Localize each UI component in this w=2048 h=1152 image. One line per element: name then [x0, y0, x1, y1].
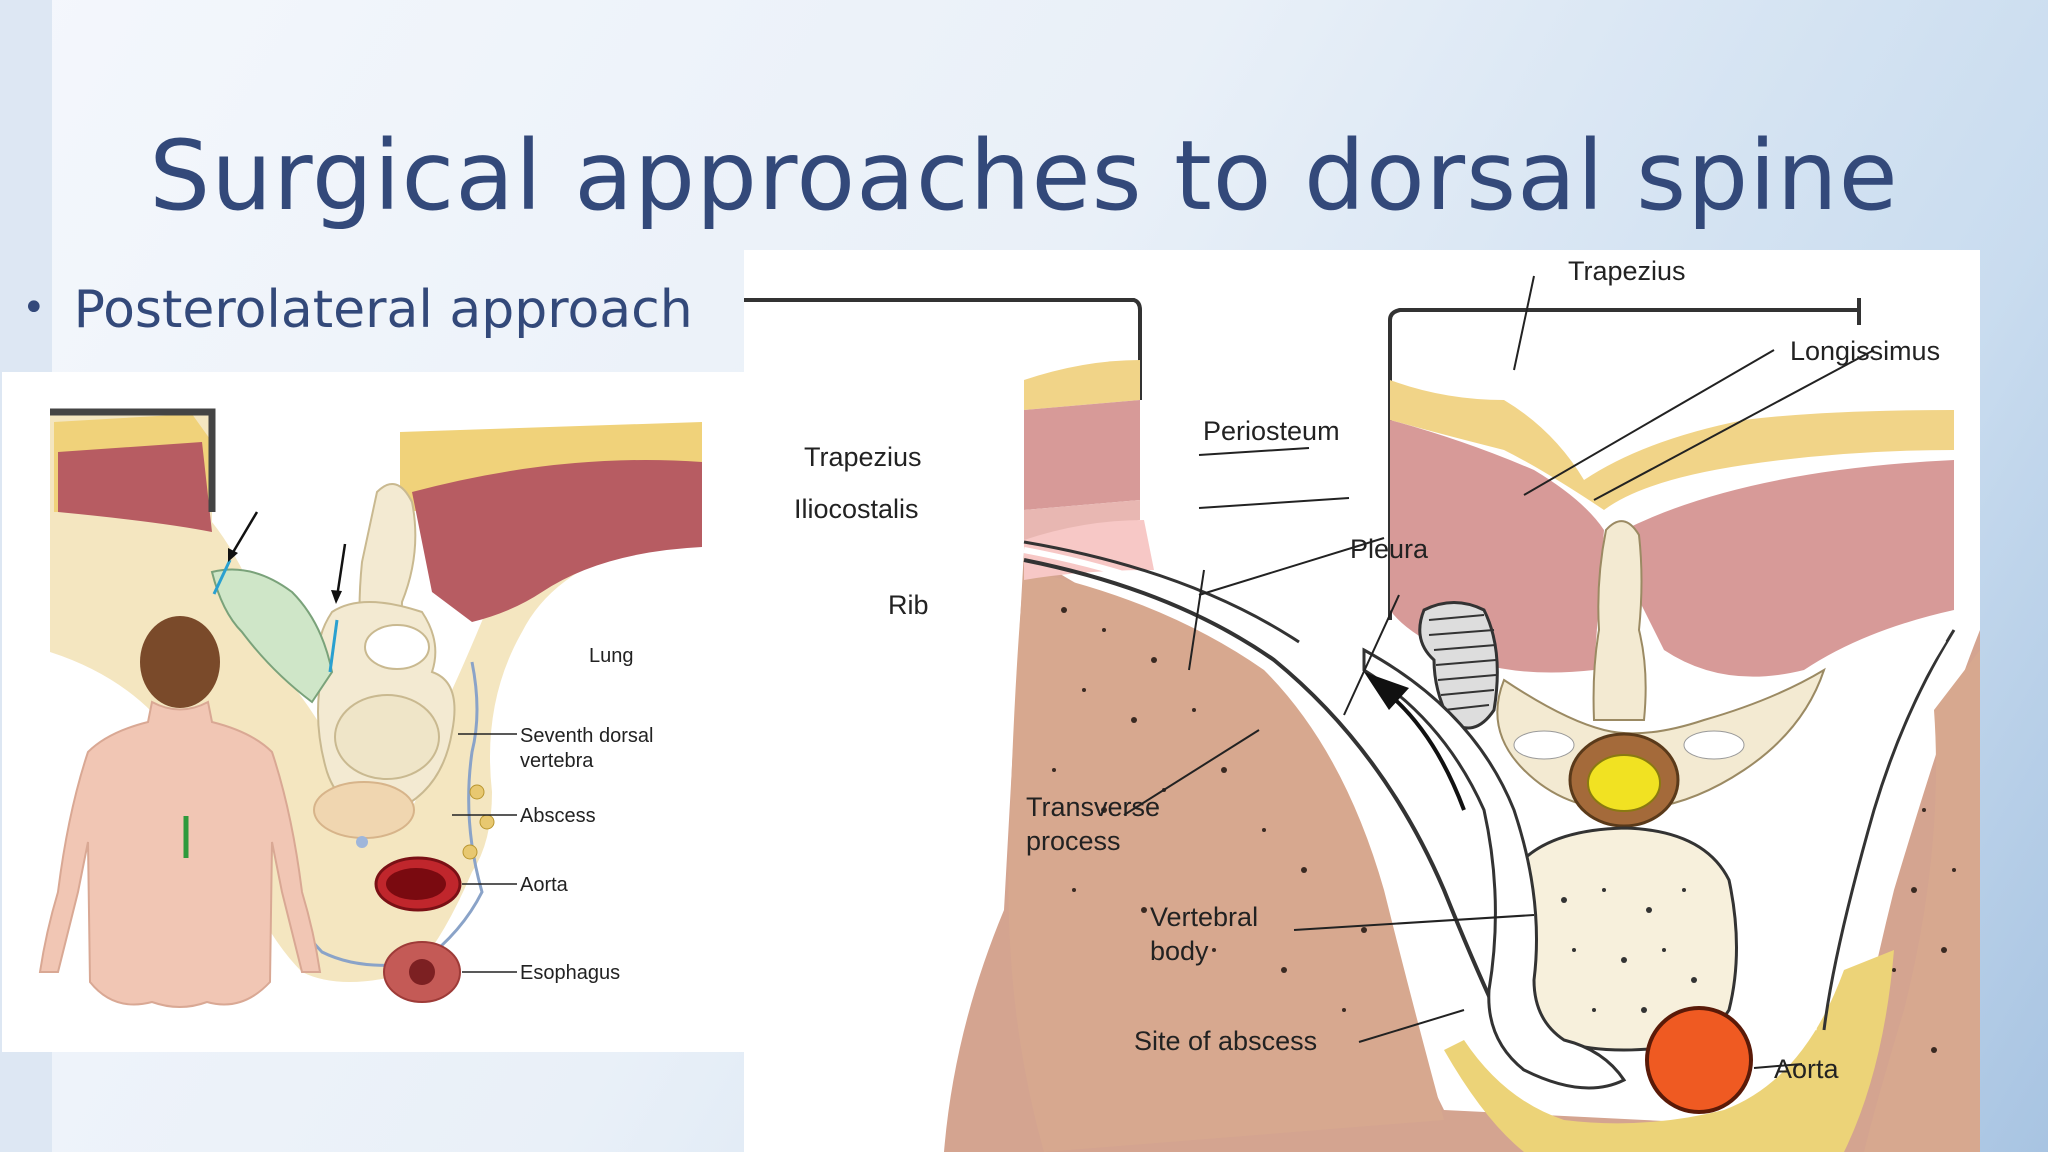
right-muscle-shape	[412, 460, 702, 622]
right-illustration-panel: Trapezius Longissimus Periosteum Trapezi…	[744, 250, 1980, 1152]
abscess-shape	[313, 781, 415, 839]
label-vertebra: vertebra	[520, 750, 594, 772]
label-iliocostalis: Iliocostalis	[794, 494, 919, 524]
spinal-cord-shape	[1587, 754, 1661, 812]
slide-title: Surgical approaches to dorsal spine	[149, 120, 1899, 232]
label-esophagus: Esophagus	[520, 962, 620, 984]
lung-left-shape	[1008, 570, 1444, 1152]
retractor-right-shape	[1388, 308, 1859, 620]
lung-right-shape	[1864, 650, 1980, 1152]
trapezius-left-shape	[1024, 400, 1140, 510]
retractor-left-shape	[744, 298, 1142, 400]
abscess-site-shape	[1362, 647, 1627, 1090]
arrow-icon	[335, 543, 347, 598]
arrow-icon	[230, 511, 259, 555]
longissimus-shape	[1624, 460, 1954, 677]
resected-region-shape	[210, 568, 334, 704]
iliocostalis-shape	[1024, 500, 1140, 540]
label-lung: Lung	[589, 645, 634, 667]
label-periosteum: Periosteum	[1203, 416, 1340, 446]
aorta-right-shape	[1645, 1006, 1753, 1114]
label-aorta-right: Aorta	[1774, 1054, 1840, 1084]
label-longissimus: Longissimus	[1790, 336, 1940, 366]
label-vertebral: Vertebral	[1150, 902, 1258, 932]
patient-figure	[38, 616, 322, 1008]
label-trapezius-top: Trapezius	[1568, 256, 1686, 286]
label-seventh-dorsal: Seventh dorsal	[520, 725, 653, 747]
left-anatomy-illustration: Lung Seventh dorsal vertebra Abscess Aor…	[38, 408, 702, 1008]
label-process: process	[1026, 826, 1121, 856]
spinal-canal-shape	[364, 624, 430, 670]
left-muscle-shape	[58, 442, 212, 532]
label-body: body	[1150, 936, 1209, 966]
spinous-process-right-shape	[1592, 520, 1647, 721]
label-abscess: Abscess	[520, 805, 596, 827]
fat-right-shape	[1390, 380, 1954, 510]
bullet-text: Posterolateral approach	[73, 280, 693, 340]
bullet-item: • Posterolateral approach	[22, 280, 693, 340]
label-transverse: Transverse	[1026, 792, 1160, 822]
left-illustration-panel: Lung Seventh dorsal vertebra Abscess Aor…	[2, 372, 746, 1052]
label-trapezius-left: Trapezius	[804, 442, 922, 472]
label-pleura: Pleura	[1350, 534, 1429, 564]
label-aorta-left: Aorta	[520, 874, 569, 896]
bullet-dot-icon: •	[22, 285, 46, 331]
label-rib: Rib	[888, 590, 929, 620]
retractor-shape	[50, 408, 216, 512]
label-site-of-abscess: Site of abscess	[1134, 1026, 1317, 1056]
right-anatomy-illustration: Trapezius Longissimus Periosteum Trapezi…	[744, 256, 1980, 1152]
